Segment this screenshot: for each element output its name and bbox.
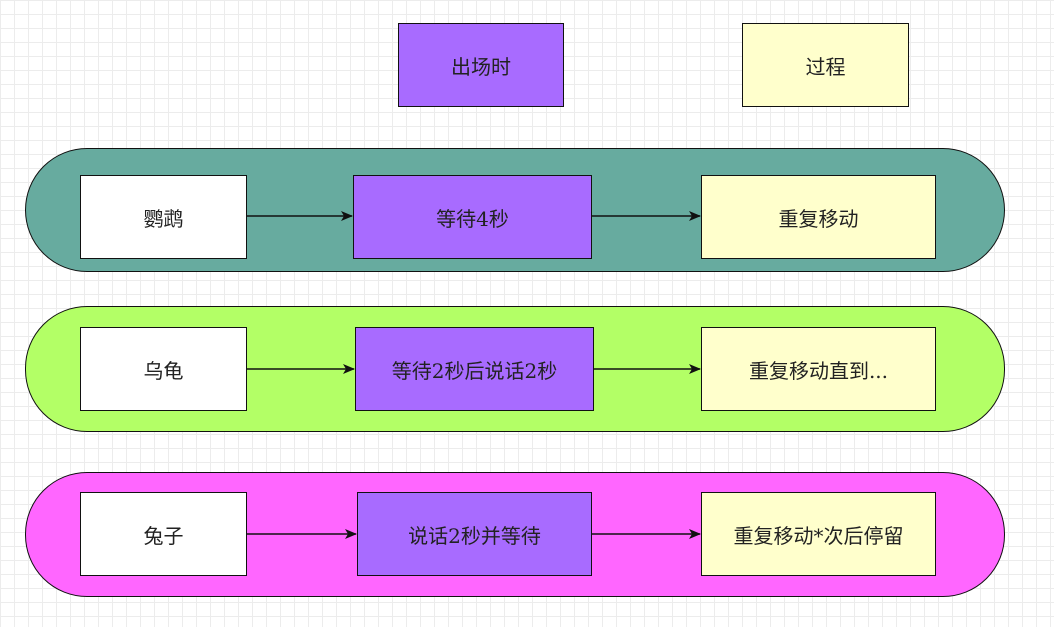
start-label-parrot: 等待4秒 bbox=[436, 206, 509, 231]
legend-start-box: 出场时 bbox=[398, 23, 564, 107]
actor-box-rabbit: 兔子 bbox=[80, 492, 247, 576]
start-box-parrot: 等待4秒 bbox=[353, 175, 592, 259]
start-label-rabbit: 说话2秒并等待 bbox=[408, 523, 541, 548]
process-box-rabbit: 重复移动*次后停留 bbox=[701, 492, 936, 576]
legend-start-label: 出场时 bbox=[451, 54, 511, 79]
actor-box-turtle: 乌龟 bbox=[80, 327, 247, 411]
process-label-turtle: 重复移动直到... bbox=[748, 358, 889, 383]
legend-process-box: 过程 bbox=[742, 23, 909, 107]
start-label-turtle: 等待2秒后说话2秒 bbox=[391, 358, 558, 383]
process-box-parrot: 重复移动 bbox=[701, 175, 936, 259]
process-box-turtle: 重复移动直到... bbox=[701, 327, 936, 411]
start-box-turtle: 等待2秒后说话2秒 bbox=[355, 327, 594, 411]
process-label-rabbit: 重复移动*次后停留 bbox=[733, 523, 904, 548]
actor-label-turtle: 乌龟 bbox=[143, 358, 184, 383]
actor-box-parrot: 鹦鹉 bbox=[80, 175, 247, 259]
actor-label-parrot: 鹦鹉 bbox=[143, 206, 184, 231]
actor-label-rabbit: 兔子 bbox=[143, 523, 184, 548]
process-label-parrot: 重复移动 bbox=[778, 206, 859, 231]
legend-process-label: 过程 bbox=[805, 54, 846, 79]
start-box-rabbit: 说话2秒并等待 bbox=[357, 492, 592, 576]
